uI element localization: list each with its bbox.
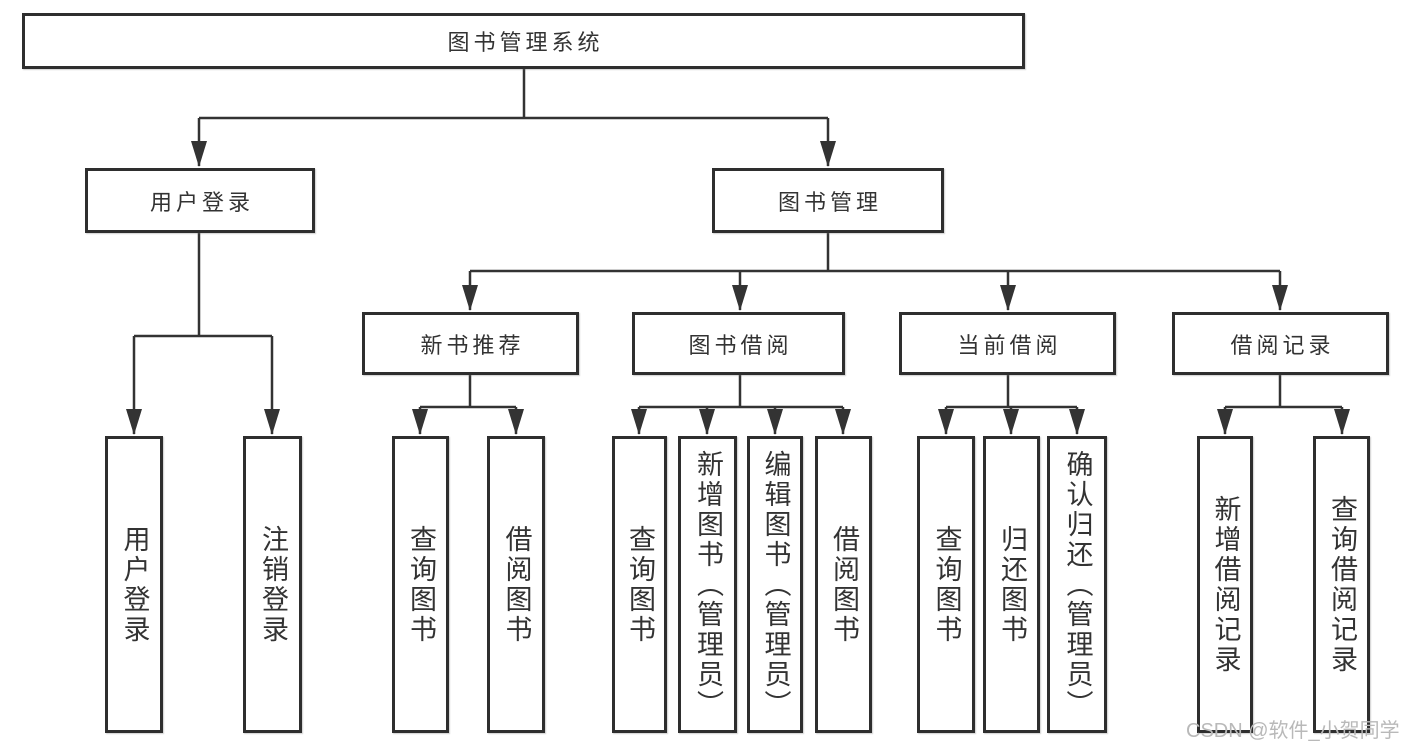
leaf-cb-return-books-label: 归还图书 [997, 524, 1027, 645]
node-book-borrowing-label: 图书借阅 [688, 332, 793, 358]
leaf-cb-confirm-return-admin: 确认归还（管理员） [1047, 436, 1107, 733]
node-book-borrowing: 图书借阅 [632, 312, 845, 375]
node-new-book-recommend-label: 新书推荐 [420, 332, 525, 358]
leaf-bb-edit-book-admin: 编辑图书（管理员） [747, 436, 803, 733]
leaf-nbr-query-books: 查询图书 [392, 436, 449, 733]
leaf-br-add-record: 新增借阅记录 [1197, 436, 1253, 733]
leaf-bb-add-book-admin: 新增图书（管理员） [678, 436, 737, 733]
leaf-bb-edit-book-admin-label: 编辑图书（管理员） [760, 449, 791, 720]
node-current-borrowing: 当前借阅 [899, 312, 1116, 375]
leaf-user-login: 用户登录 [105, 436, 163, 733]
leaf-nbr-borrow-books: 借阅图书 [487, 436, 545, 733]
leaf-cb-query-books: 查询图书 [917, 436, 975, 733]
node-library-management-system: 图书管理系统 [22, 13, 1025, 69]
leaf-bb-query-books-label: 查询图书 [625, 524, 655, 645]
node-borrowing-records: 借阅记录 [1172, 312, 1389, 375]
leaf-bb-borrow-books: 借阅图书 [815, 436, 872, 733]
leaf-cb-return-books: 归还图书 [983, 436, 1040, 733]
node-user-login-label: 用户登录 [149, 189, 254, 215]
connector-paths [126, 69, 1350, 435]
leaf-nbr-borrow-books-label: 借阅图书 [501, 524, 532, 645]
leaf-bb-add-book-admin-label: 新增图书（管理员） [693, 449, 723, 720]
node-new-book-recommend: 新书推荐 [362, 312, 579, 375]
node-book-management: 图书管理 [712, 168, 944, 233]
watermark: CSDN @软件_小贺同学 [1186, 720, 1400, 742]
leaf-logout-label: 注销登录 [258, 524, 288, 645]
node-current-borrowing-label: 当前借阅 [957, 332, 1062, 358]
leaf-logout: 注销登录 [243, 436, 302, 733]
leaf-bb-query-books: 查询图书 [612, 436, 667, 733]
leaf-nbr-query-books-label: 查询图书 [406, 524, 436, 645]
leaf-bb-borrow-books-label: 借阅图书 [829, 524, 859, 645]
leaf-user-login-label: 用户登录 [119, 524, 150, 645]
leaf-br-query-record-label: 查询借阅记录 [1327, 494, 1357, 675]
node-book-management-label: 图书管理 [777, 189, 882, 215]
leaf-br-add-record-label: 新增借阅记录 [1210, 494, 1241, 675]
node-library-management-system-label: 图书管理系统 [447, 30, 604, 55]
node-user-login: 用户登录 [85, 168, 315, 233]
leaf-br-query-record: 查询借阅记录 [1313, 436, 1370, 733]
leaf-cb-confirm-return-admin-label: 确认归还（管理员） [1062, 449, 1093, 720]
node-borrowing-records-label: 借阅记录 [1230, 332, 1335, 358]
leaf-cb-query-books-label: 查询图书 [931, 524, 962, 645]
